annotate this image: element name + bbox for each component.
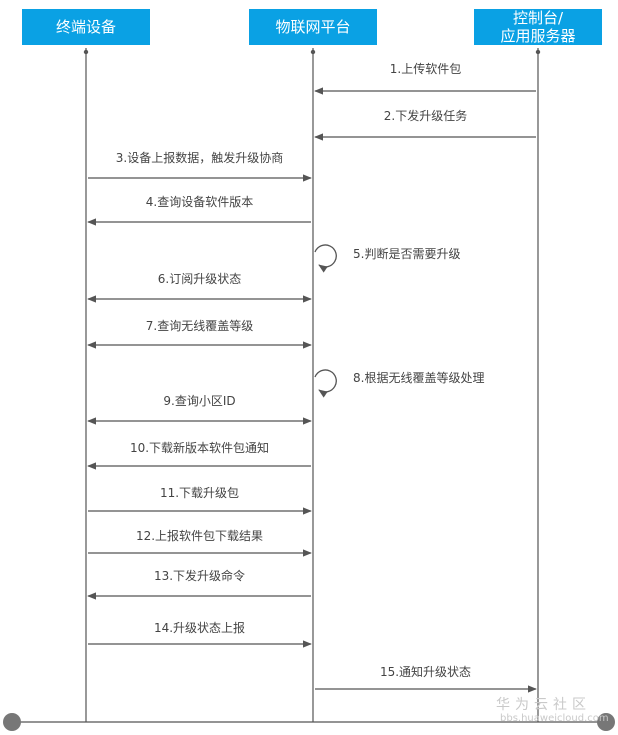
timeline-end-dot xyxy=(597,713,615,731)
message-label: 12.上报软件包下载结果 xyxy=(136,528,263,543)
message-label: 14.升级状态上报 xyxy=(154,620,245,635)
message-label: 11.下载升级包 xyxy=(160,486,239,500)
message-label: 2.下发升级任务 xyxy=(384,108,467,123)
message-label: 6.订阅升级状态 xyxy=(158,272,241,286)
actor-iot-platform: 物联网平台 xyxy=(249,9,377,45)
message-label: 9.查询小区ID xyxy=(163,394,235,408)
message-label: 15.通知升级状态 xyxy=(380,665,471,679)
self-message-loop xyxy=(314,369,337,398)
self-message-loop xyxy=(314,244,337,273)
lifeline-top-dot-0 xyxy=(83,49,89,55)
message-label: 3.设备上报数据，触发升级协商 xyxy=(116,150,283,165)
actor-console-app-server: 控制台/ 应用服务器 xyxy=(474,9,602,45)
message-label: 4.查询设备软件版本 xyxy=(146,195,253,209)
watermark-url: bbs.huaweicloud.com xyxy=(500,713,609,724)
message-label: 1.上传软件包 xyxy=(390,61,461,76)
actor-terminal-device: 终端设备 xyxy=(22,9,150,45)
message-label: 8.根据无线覆盖等级处理 xyxy=(353,371,484,385)
lifeline-top-dot-2 xyxy=(535,49,541,55)
lifeline-top-dot-1 xyxy=(310,49,316,55)
message-label: 10.下载新版本软件包通知 xyxy=(130,440,269,455)
message-label: 5.判断是否需要升级 xyxy=(353,246,460,261)
message-label: 13.下发升级命令 xyxy=(154,568,245,583)
message-label: 7.查询无线覆盖等级 xyxy=(146,319,253,333)
timeline-start-dot xyxy=(3,713,21,731)
watermark-title: 华为云社区 xyxy=(496,697,591,713)
